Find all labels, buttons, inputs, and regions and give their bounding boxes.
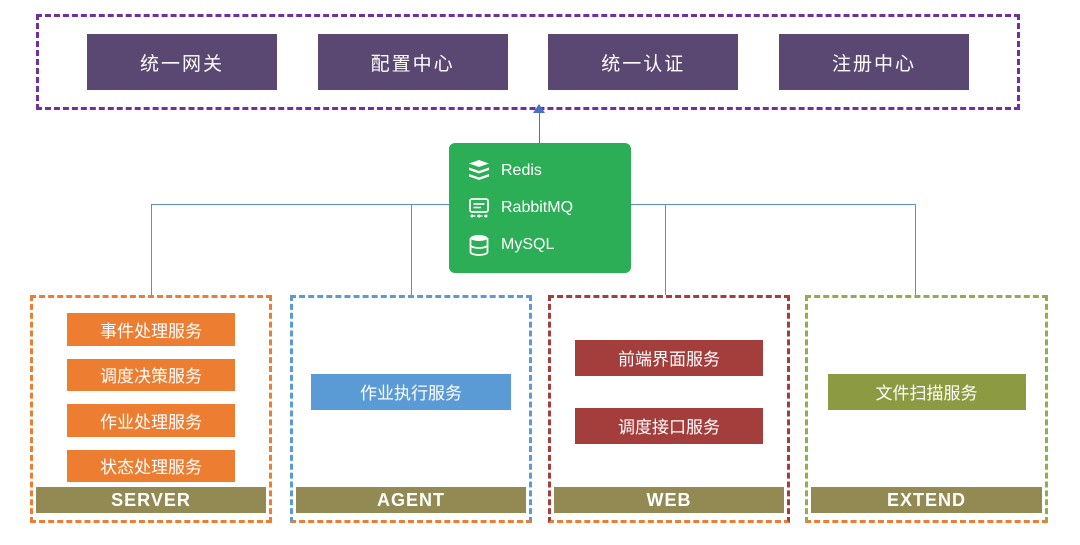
group-agent-services: 作业执行服务: [296, 301, 526, 482]
middleware-row-redis: Redis: [467, 159, 623, 183]
group-agent: 作业执行服务 AGENT: [290, 295, 532, 523]
service-box: 作业处理服务: [67, 404, 235, 437]
connector-right-horizontal: [631, 204, 915, 205]
service-box-gateway: 统一网关: [87, 34, 277, 90]
service-box: 状态处理服务: [67, 449, 235, 482]
service-box-registry: 注册中心: [778, 34, 969, 90]
connector-drop-extend: [915, 204, 916, 295]
service-box-auth: 统一认证: [548, 34, 739, 90]
group-extend: 文件扫描服务 EXTEND: [805, 295, 1048, 523]
service-box-config-center: 配置中心: [317, 34, 508, 90]
group-server-services: 事件处理服务 调度决策服务 作业处理服务 状态处理服务: [36, 301, 266, 482]
middleware-label: RabbitMQ: [501, 198, 574, 216]
middleware-row-mysql: MySQL: [467, 233, 623, 257]
connector-drop-web: [665, 204, 666, 295]
middleware-box: Redis RabbitMQ MySQL: [449, 143, 631, 273]
service-box: 调度接口服务: [575, 407, 763, 444]
group-web: 前端界面服务 调度接口服务 WEB: [548, 295, 790, 523]
service-box: 事件处理服务: [67, 313, 235, 346]
service-box: 作业执行服务: [311, 373, 511, 410]
service-box: 文件扫描服务: [827, 373, 1026, 410]
group-extend-services: 文件扫描服务: [811, 301, 1042, 482]
group-web-services: 前端界面服务 调度接口服务: [554, 301, 784, 482]
service-box: 调度决策服务: [67, 358, 235, 391]
connector-left-horizontal: [151, 204, 449, 205]
group-band-extend: EXTEND: [811, 487, 1042, 513]
group-band-server: SERVER: [36, 487, 266, 513]
group-band-web: WEB: [554, 487, 784, 513]
group-band-agent: AGENT: [296, 487, 526, 513]
middleware-label: Redis: [501, 162, 542, 180]
up-arrow-icon: [533, 104, 545, 113]
group-server: 事件处理服务 调度决策服务 作业处理服务 状态处理服务 SERVER: [30, 295, 272, 523]
platform-panel: 统一网关 配置中心 统一认证 注册中心: [36, 14, 1020, 110]
connector-drop-server: [151, 204, 152, 295]
arrow-connector: [539, 112, 540, 143]
service-box: 前端界面服务: [575, 339, 763, 376]
middleware-row-rabbitmq: RabbitMQ: [467, 196, 623, 220]
connector-drop-agent: [411, 204, 412, 295]
redis-icon: [469, 160, 489, 181]
middleware-label: MySQL: [501, 235, 555, 253]
mysql-icon: [469, 234, 489, 256]
rabbitmq-icon: [469, 198, 489, 218]
